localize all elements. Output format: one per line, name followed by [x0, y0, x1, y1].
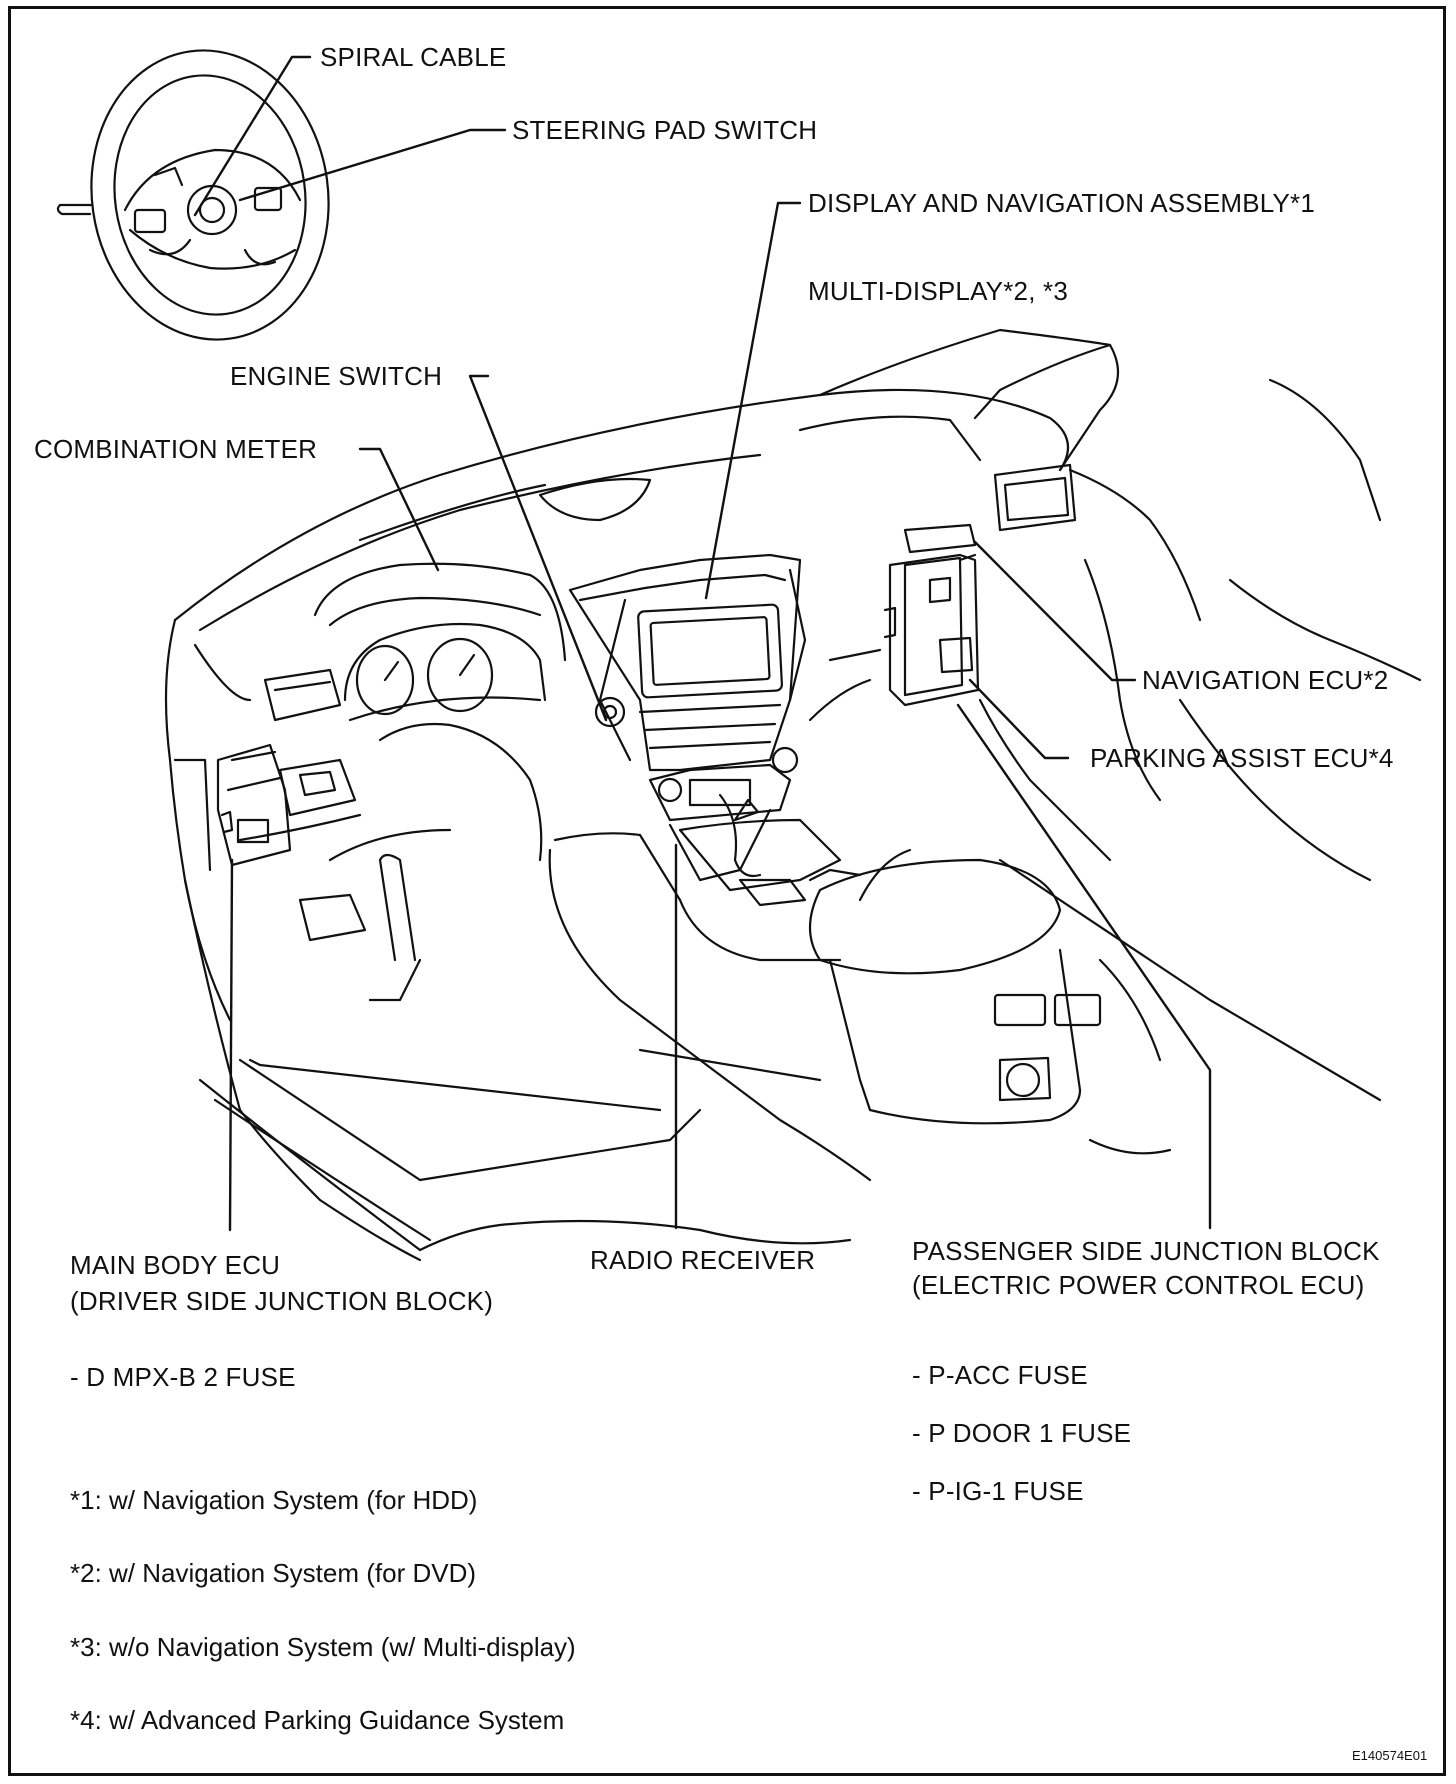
- footnote-2: *2: w/ Navigation System (for DVD): [70, 1558, 477, 1588]
- fuse-p-acc: - P-ACC FUSE: [912, 1360, 1088, 1390]
- right-side-body: [808, 378, 1422, 1155]
- label-driver-side-junction-block: (DRIVER SIDE JUNCTION BLOCK): [70, 1286, 494, 1316]
- fuse-p-ig-1: - P-IG-1 FUSE: [912, 1476, 1084, 1506]
- footnote-1: *1: w/ Navigation System (for HDD): [70, 1485, 478, 1515]
- dashboard-body: [164, 328, 1120, 1262]
- label-spiral-cable: SPIRAL CABLE: [320, 42, 507, 72]
- steering-wheel-inset: [56, 49, 330, 341]
- leader-lines-bottom: [228, 540, 1212, 1232]
- label-multi-display: MULTI-DISPLAY*2, *3: [808, 276, 1069, 306]
- footnote-4: *4: w/ Advanced Parking Guidance System: [70, 1705, 565, 1735]
- fuse-d-mpx-b2: - D MPX-B 2 FUSE: [70, 1362, 296, 1392]
- label-main-body-ecu: MAIN BODY ECU: [70, 1250, 281, 1280]
- label-display-navigation: DISPLAY AND NAVIGATION ASSEMBLY*1: [808, 188, 1316, 218]
- label-radio-receiver: RADIO RECEIVER: [590, 1245, 816, 1275]
- label-electric-power-control-ecu: (ELECTRIC POWER CONTROL ECU): [912, 1270, 1365, 1300]
- fuse-p-door-1: - P DOOR 1 FUSE: [912, 1418, 1132, 1448]
- center-stack: [548, 553, 1102, 1182]
- label-engine-switch: ENGINE SWITCH: [230, 361, 443, 391]
- label-combination-meter: COMBINATION METER: [34, 434, 318, 464]
- figure-code: E140574E01: [1352, 1748, 1428, 1763]
- label-steering-pad-switch: STEERING PAD SWITCH: [512, 115, 818, 145]
- diagram-frame: [8, 6, 1446, 1776]
- leader-lines-top: [193, 55, 802, 722]
- label-navigation-ecu: NAVIGATION ECU*2: [1142, 665, 1389, 695]
- footnote-3: *3: w/o Navigation System (w/ Multi-disp…: [70, 1632, 576, 1662]
- label-parking-assist-ecu: PARKING ASSIST ECU*4: [1090, 743, 1394, 773]
- label-passenger-side-junction-block: PASSENGER SIDE JUNCTION BLOCK: [912, 1236, 1380, 1266]
